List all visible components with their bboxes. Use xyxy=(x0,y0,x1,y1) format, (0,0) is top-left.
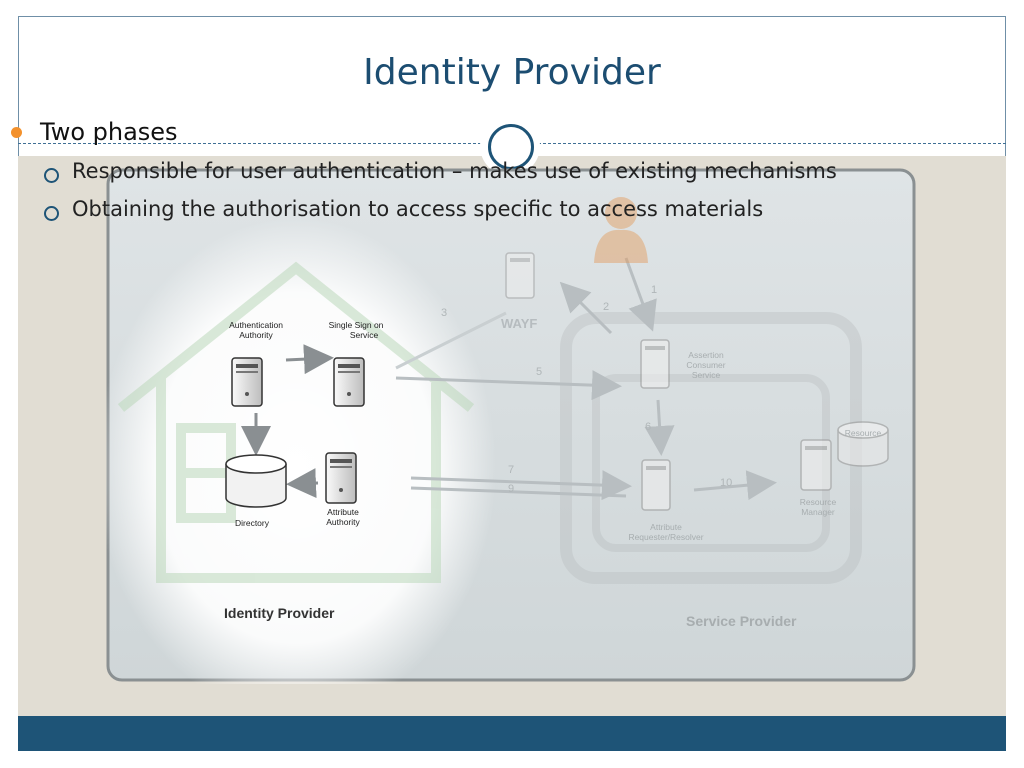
connections xyxy=(241,257,777,501)
footer-bar xyxy=(18,716,1006,751)
slide-title: Identity Provider xyxy=(363,52,661,93)
edge-auth-sso xyxy=(285,344,334,375)
edge-label-3: 3 xyxy=(441,307,447,319)
edge-label-1: 1 xyxy=(651,284,657,296)
server-auth-authority-icon xyxy=(231,357,263,407)
bullet-main: Two phases xyxy=(40,118,178,146)
label-resource: Resource xyxy=(845,428,882,438)
edge-label-5: 5 xyxy=(536,366,542,378)
bullet-dot-icon xyxy=(11,127,22,138)
server-attribute-authority-icon xyxy=(325,452,357,504)
edge-attr-dir xyxy=(286,468,319,499)
server-sso-icon xyxy=(333,357,365,407)
edge-label-10: 10 xyxy=(720,477,732,489)
sub-bullet-circle-icon xyxy=(44,168,59,183)
user-person-icon xyxy=(594,197,648,263)
diagram-svg: 1 2 3 5 6 7 9 10 xyxy=(96,168,916,718)
edge-label-6: 6 xyxy=(645,421,651,433)
resource-database-icon xyxy=(837,421,889,467)
edge-3 xyxy=(395,311,507,370)
sub-bullet-2: Obtaining the authorisation to access sp… xyxy=(72,197,764,221)
edge-2 xyxy=(559,281,613,335)
server-attribute-requester-icon xyxy=(641,459,671,511)
edge-1 xyxy=(624,257,657,332)
edge-label-2: 2 xyxy=(603,301,609,313)
server-wayf-icon xyxy=(505,252,535,299)
edge-7 xyxy=(410,470,632,501)
server-assertion-consumer-icon xyxy=(640,339,670,389)
edge-label-7: 7 xyxy=(508,464,514,476)
sub-bullet-1: Responsible for user authentication – ma… xyxy=(72,159,837,183)
label-directory: Directory xyxy=(235,518,270,528)
label-identity-provider-group: Identity Provider xyxy=(224,605,335,621)
server-resource-manager-icon xyxy=(800,439,832,491)
edge-9 xyxy=(410,486,627,498)
label-service-provider-group: Service Provider xyxy=(686,613,797,629)
directory-database-icon xyxy=(225,454,287,508)
edge-label-9: 9 xyxy=(508,483,514,495)
diagram: 1 2 3 5 6 7 9 10 xyxy=(96,168,916,718)
edge-5 xyxy=(395,370,622,401)
edge-10 xyxy=(693,470,777,501)
sub-bullet-circle-icon xyxy=(44,206,59,221)
bullet-list: Two phases Responsible for user authenti… xyxy=(0,0,1024,240)
label-wayf: WAYF xyxy=(501,316,537,331)
edge-6 xyxy=(644,399,675,456)
